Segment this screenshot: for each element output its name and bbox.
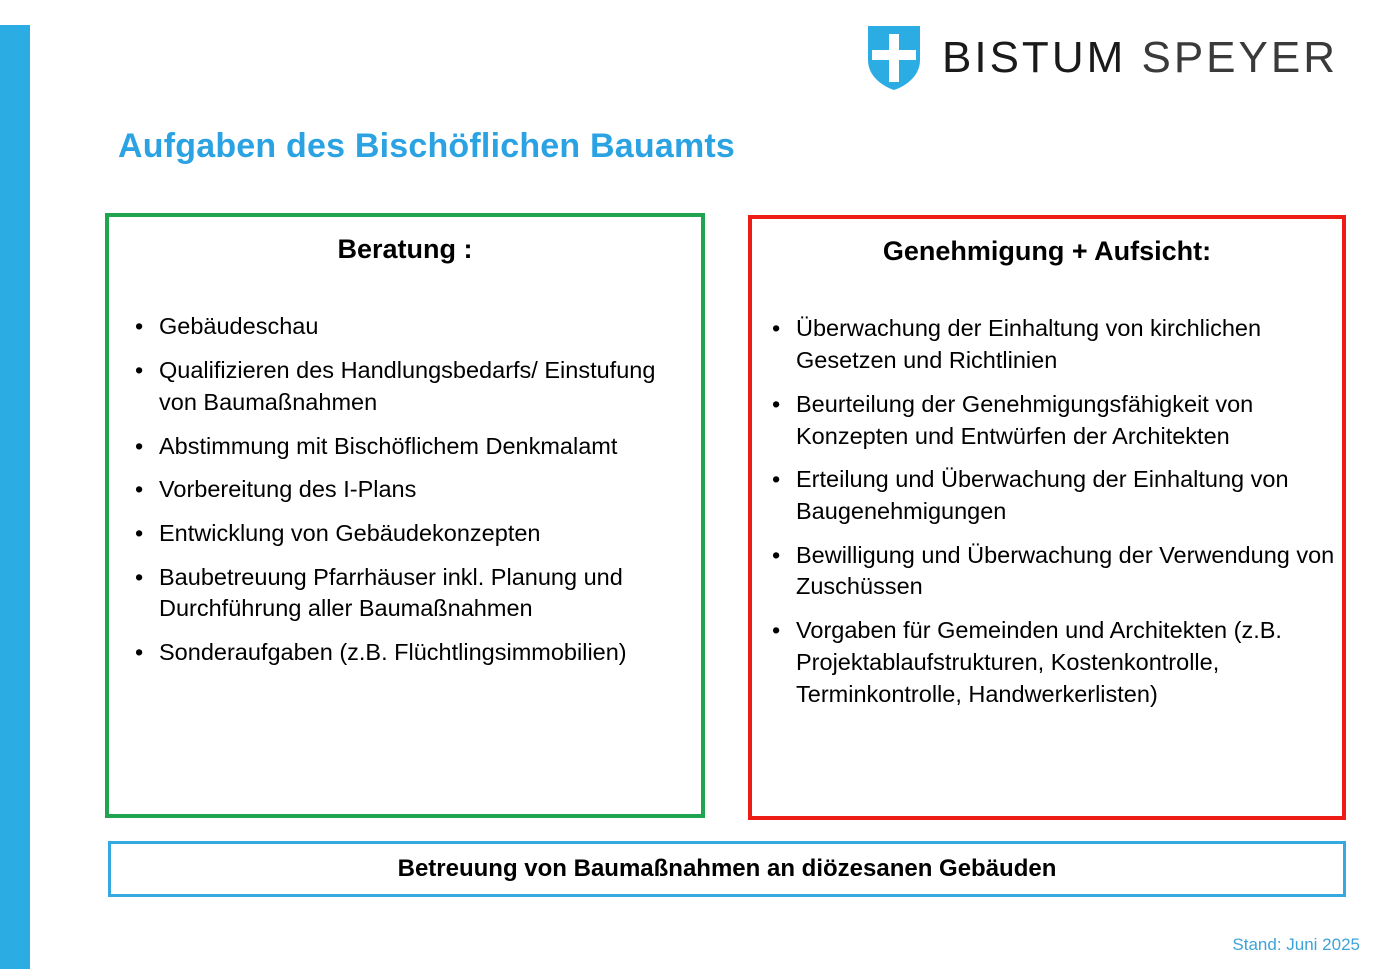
list-item-text: Beurteilung der Genehmigungsfähigkeit vo… (796, 390, 1254, 449)
left-accent-stripe (0, 25, 30, 969)
panel-beratung-list: • Gebäudeschau • Qualifizieren des Handl… (109, 311, 701, 668)
bullet-icon: • (135, 563, 144, 590)
list-item: • Gebäudeschau (129, 311, 695, 343)
brand-name-thin: SPEYER (1141, 33, 1338, 82)
list-item-text: Vorbereitung des I-Plans (159, 476, 417, 503)
list-item: • Entwicklung von Gebäudekonzepten (129, 518, 695, 550)
page-title: Aufgaben des Bischöflichen Bauamts (118, 127, 736, 165)
list-item: • Vorbereitung des I-Plans (129, 474, 695, 506)
list-item: • Bewilligung und Überwachung der Verwen… (766, 540, 1336, 603)
list-item-text: Qualifizieren des Handlungsbedarfs/ Eins… (159, 357, 656, 415)
list-item: • Beurteilung der Genehmigungsfähigkeit … (766, 389, 1336, 452)
bullet-icon: • (135, 432, 144, 459)
panel-genehmigung-heading: Genehmigung + Aufsicht: (882, 236, 1212, 266)
brand-wordmark: BISTUM SPEYER (942, 33, 1338, 83)
bullet-icon: • (135, 519, 144, 546)
bullet-icon: • (772, 541, 781, 568)
list-item: • Qualifizieren des Handlungsbedarfs/ Ei… (129, 355, 695, 418)
list-item-text: Sonderaufgaben (z.B. Flüchtlingsimmobili… (159, 639, 627, 666)
panel-beratung: Beratung : • Gebäudeschau • Qualifiziere… (105, 213, 705, 818)
bullet-icon: • (135, 639, 144, 666)
list-item: • Sonderaufgaben (z.B. Flüchtlingsimmobi… (129, 637, 695, 669)
list-item-text: Bewilligung und Überwachung der Verwendu… (796, 541, 1335, 600)
bullet-icon: • (772, 390, 781, 417)
bottom-banner: Betreuung von Baumaßnahmen an diözesanen… (108, 841, 1346, 897)
bullet-icon: • (772, 617, 781, 644)
panel-genehmigung-list: • Überwachung der Einhaltung von kirchli… (752, 313, 1342, 710)
list-item-text: Abstimmung mit Bischöflichem Denkmalamt (159, 432, 618, 459)
list-item-text: Vorgaben für Gemeinden und Architekten (… (796, 617, 1282, 707)
list-item: • Vorgaben für Gemeinden und Architekten… (766, 615, 1336, 710)
list-item-text: Entwicklung von Gebäudekonzepten (159, 519, 541, 546)
bullet-icon: • (772, 315, 781, 342)
list-item: • Erteilung und Überwachung der Einhaltu… (766, 464, 1336, 527)
shield-cross-icon (868, 26, 921, 90)
list-item: • Abstimmung mit Bischöflichem Denkmalam… (129, 431, 695, 463)
list-item: • Überwachung der Einhaltung von kirchli… (766, 313, 1336, 376)
panel-beratung-heading: Beratung : (337, 234, 473, 264)
bullet-icon: • (135, 313, 144, 340)
panel-genehmigung: Genehmigung + Aufsicht: • Überwachung de… (748, 215, 1346, 820)
bottom-banner-text: Betreuung von Baumaßnahmen an diözesanen… (397, 855, 1057, 882)
list-item-text: Überwachung der Einhaltung von kirchlich… (796, 315, 1262, 374)
footer-status-text: Stand: Juni 2025 (1232, 935, 1360, 954)
brand-lockup: BISTUM SPEYER (868, 26, 1338, 90)
list-item-text: Gebäudeschau (159, 313, 319, 340)
list-item-text: Erteilung und Überwachung der Einhaltung… (796, 466, 1289, 524)
list-item: • Baubetreuung Pfarrhäuser inkl. Planung… (129, 562, 695, 625)
brand-name-bold: BISTUM (942, 33, 1127, 82)
bullet-icon: • (135, 357, 144, 384)
list-item-text: Baubetreuung Pfarrhäuser inkl. Planung u… (159, 563, 623, 622)
bullet-icon: • (772, 466, 781, 493)
bullet-icon: • (135, 476, 144, 503)
